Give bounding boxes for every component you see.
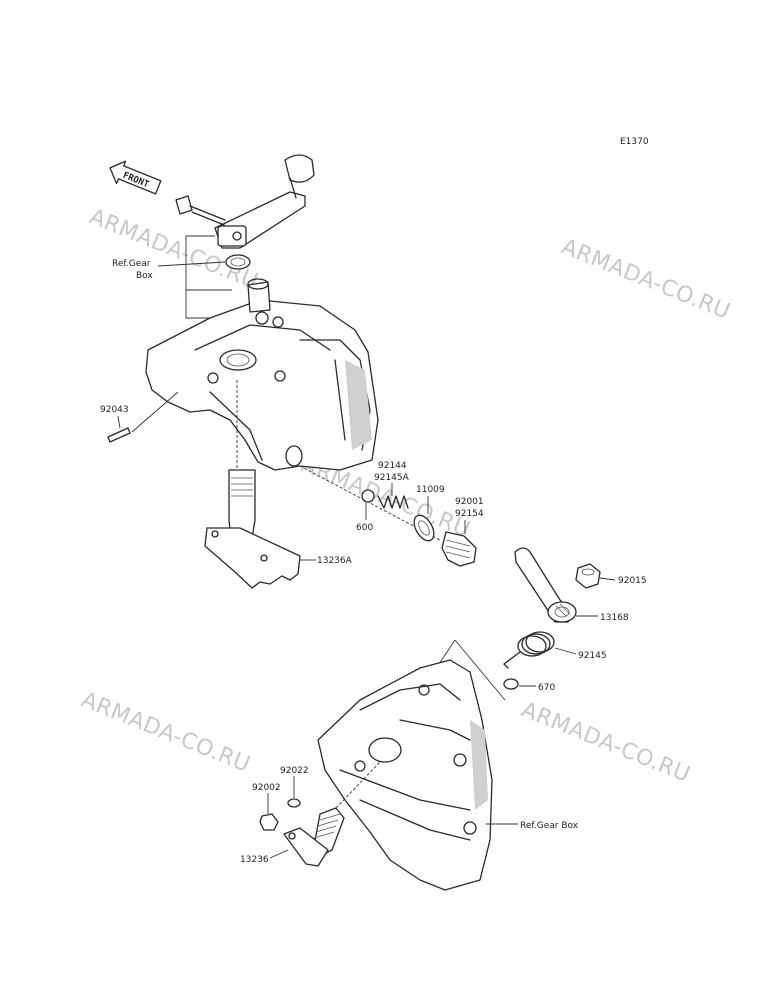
watermark: ARMADA-CO.RU <box>518 697 694 787</box>
leader-bracket <box>185 235 232 319</box>
label-92022: 92022 <box>280 766 309 776</box>
shift-arm-13168 <box>514 547 577 623</box>
plug-92001 <box>441 531 477 567</box>
label-92002: 92002 <box>252 783 281 793</box>
washer-92022 <box>287 798 301 808</box>
label-13236: 13236 <box>240 855 269 865</box>
label-92001: 92001 <box>455 497 484 507</box>
shift-shaft-13236a <box>204 469 301 589</box>
label-ref-gear-box-top: Ref.Gear <box>112 259 151 269</box>
diagram-code: E1370 <box>620 137 649 147</box>
shift-pedal <box>214 154 315 249</box>
label-ref-gear-box-top-2: Box <box>136 271 153 281</box>
spring-92145 <box>503 631 555 669</box>
ball-600 <box>361 489 375 503</box>
leader-line <box>335 761 381 809</box>
pin-92043 <box>107 427 131 443</box>
lever-bolt <box>175 195 226 226</box>
label-92145: 92145 <box>578 651 607 661</box>
label-92144: 92144 <box>378 461 407 471</box>
watermark: ARMADA-CO.RU <box>558 234 734 324</box>
leader-line <box>599 577 616 581</box>
watermark: ARMADA-CO.RU <box>78 687 254 777</box>
o-ring-670 <box>503 678 519 690</box>
front-arrow-icon: FRONT <box>109 160 162 195</box>
label-92015: 92015 <box>618 576 647 586</box>
label-13168: 13168 <box>600 613 629 623</box>
leader-line <box>157 261 226 267</box>
label-92043: 92043 <box>100 405 129 415</box>
label-13236a: 13236A <box>317 556 353 566</box>
label-92145a: 92145A <box>374 473 410 483</box>
leader-line <box>554 647 577 655</box>
washer-11009 <box>413 514 435 542</box>
gear-box-housing-lower <box>317 659 493 891</box>
label-ref-gear-box-bottom: Ref.Gear Box <box>520 821 579 831</box>
spring-92144 <box>377 495 409 509</box>
leader-line <box>269 849 289 859</box>
bolt-92002 <box>259 813 279 831</box>
gear-box-housing-upper <box>145 278 379 471</box>
label-670: 670 <box>538 683 555 693</box>
nut-92015 <box>575 563 601 589</box>
oil-seal-top <box>225 254 251 270</box>
label-11009: 11009 <box>416 485 445 495</box>
label-600: 600 <box>356 523 373 533</box>
shift-shaft-13236 <box>283 807 345 867</box>
label-92154: 92154 <box>455 509 484 519</box>
leader-line <box>117 391 179 433</box>
